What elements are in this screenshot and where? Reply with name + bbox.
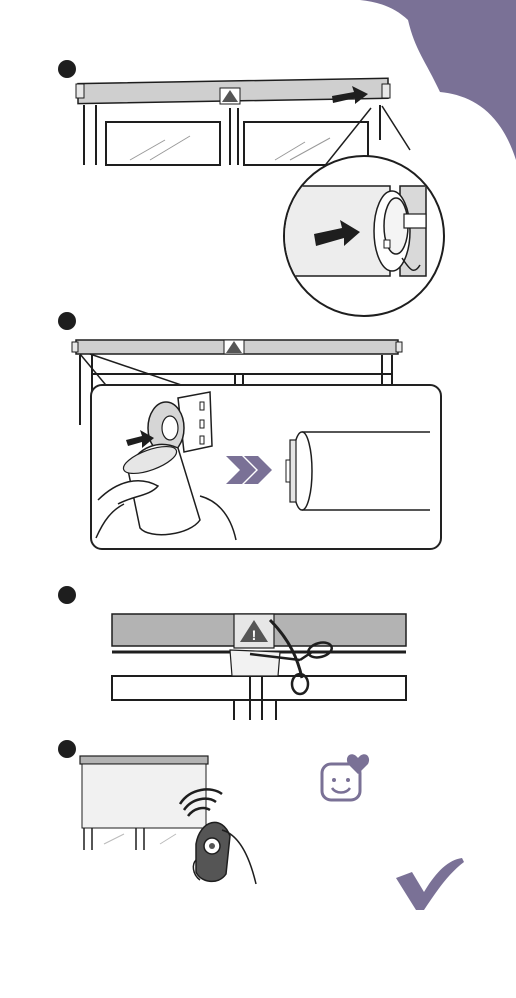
checkmark-icon bbox=[396, 858, 464, 910]
happy-face-heart-icon bbox=[322, 754, 369, 800]
